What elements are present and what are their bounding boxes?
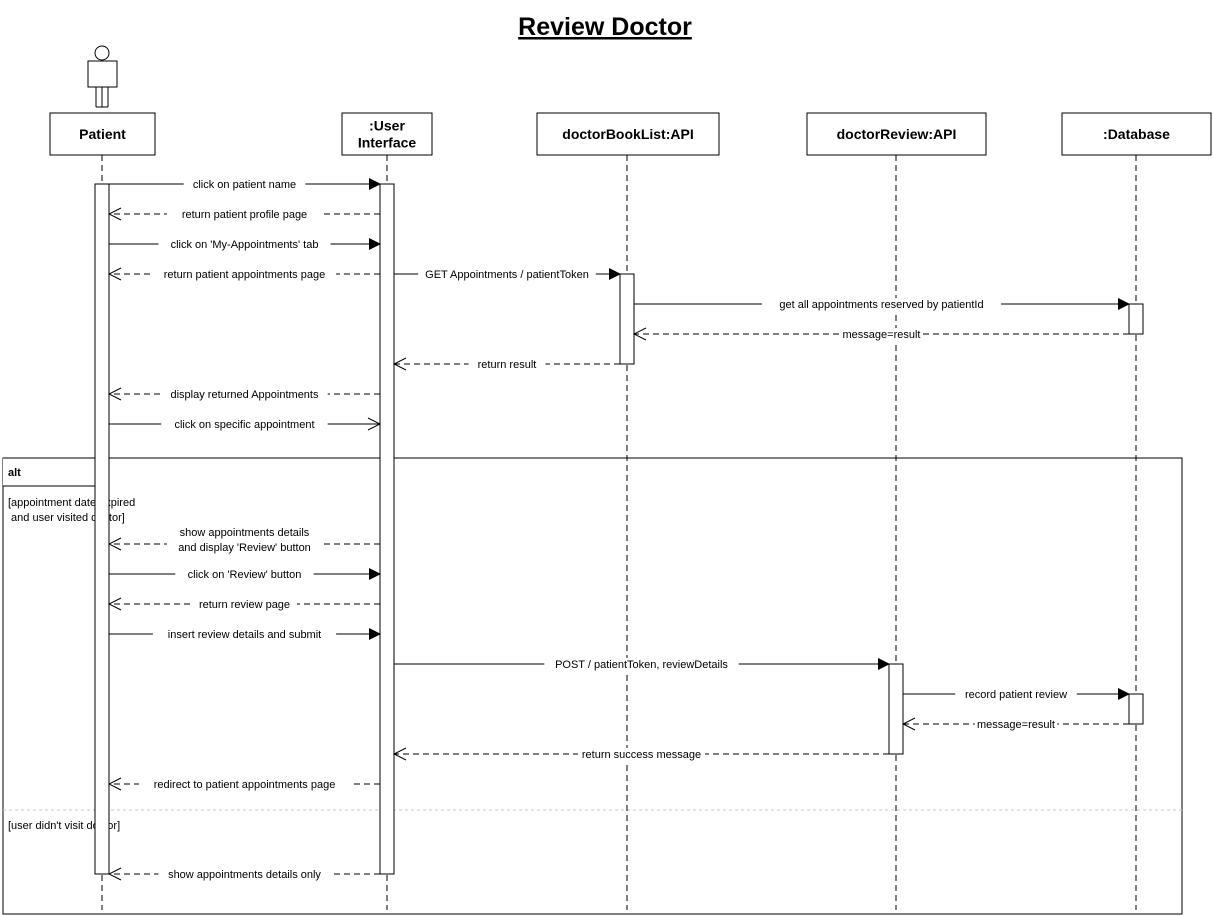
message-label: message=result (843, 329, 921, 341)
message-label: click on patient name (193, 179, 296, 191)
message-label: click on 'My-Appointments' tab (171, 239, 319, 251)
message-label-bg (955, 688, 1077, 701)
message-label-bg (192, 598, 297, 611)
message-9: display returned Appointments (109, 388, 380, 401)
message-5: GET Appointments / patientToken (394, 268, 621, 281)
message-12: click on 'Review' button (109, 568, 381, 581)
alt-frame-operator: alt (8, 467, 21, 479)
message-label-bg (161, 418, 328, 431)
message-label-bg (183, 178, 306, 191)
message-label: get all appointments reserved by patient… (779, 299, 983, 311)
message-7: message=result (634, 328, 1129, 341)
message-18: return success message (394, 748, 889, 761)
alt-frame-guard: [user didn't visit doctor] (8, 820, 120, 832)
message-label-bg (158, 238, 331, 251)
message-label-bg (152, 268, 337, 281)
activation-bar-ui (379, 183, 395, 875)
lifeline-head-review (806, 112, 987, 156)
message-20: show appointments details only (109, 868, 380, 881)
message-label-bg (166, 541, 323, 554)
message-label: record patient review (965, 689, 1067, 701)
message-6: get all appointments reserved by patient… (634, 298, 1130, 311)
message-label: GET Appointments / patientToken (425, 269, 589, 281)
activation-bar-booklist (619, 273, 635, 365)
message-3: click on 'My-Appointments' tab (109, 238, 381, 251)
message-label-bg (544, 658, 739, 671)
message-17: message=result (903, 718, 1129, 731)
diagram-title: Review Doctor (518, 13, 692, 41)
lifeline-label-booklist: doctorBookList:API (562, 126, 693, 142)
message-label: display returned Appointments (171, 389, 319, 401)
lifeline-label-db: :Database (1103, 126, 1170, 142)
message-label: and display 'Review' button (178, 542, 311, 554)
message-label: redirect to patient appointments page (154, 779, 336, 791)
message-label-bg (161, 388, 328, 401)
message-10: click on specific appointment (109, 418, 380, 431)
activation-bar-review (888, 663, 904, 755)
activation-bar-patient (94, 183, 110, 875)
lifeline-head-patient (49, 112, 156, 156)
lifeline-label-review: doctorReview:API (837, 126, 957, 142)
actor-icon (87, 45, 118, 108)
message-label: click on 'Review' button (188, 569, 302, 581)
lifeline-head-booklist (536, 112, 720, 156)
message-label: return patient appointments page (164, 269, 325, 281)
activation-bar-db (1128, 303, 1144, 335)
message-label: click on specific appointment (174, 419, 314, 431)
message-label: return review page (199, 599, 290, 611)
message-label: return success message (582, 749, 701, 761)
message-label-bg (138, 778, 351, 791)
message-1: click on patient name (109, 178, 381, 191)
message-label-bg (577, 748, 706, 761)
message-15: POST / patientToken, reviewDetails (394, 658, 890, 671)
message-14: insert review details and submit (109, 628, 381, 641)
message-11: show appointments details and display 'Re… (109, 526, 380, 554)
message-label: show appointments details only (168, 869, 321, 881)
message-13: return review page (109, 598, 380, 611)
message-label-bg (974, 718, 1058, 731)
message-8: return result (394, 358, 620, 371)
message-2: return patient profile page (109, 208, 380, 221)
alt-frame-guard: [appointment date expired and user visit… (8, 497, 135, 524)
lifeline-head-ui (341, 112, 433, 156)
message-label-bg (166, 208, 323, 221)
activation-bar-db (1128, 693, 1144, 725)
message-label-bg (840, 328, 923, 341)
message-16: record patient review (903, 688, 1130, 701)
message-label-bg (468, 358, 546, 371)
message-label-bg (158, 868, 331, 881)
message-4: return patient appointments page (109, 268, 380, 281)
message-label: POST / patientToken, reviewDetails (555, 659, 728, 671)
message-label-bg (175, 568, 314, 581)
message-label: show appointments details (180, 527, 310, 539)
message-label: return patient profile page (182, 209, 307, 221)
message-label: return result (478, 359, 537, 371)
message-label-bg (418, 268, 596, 281)
message-label-bg (761, 298, 1002, 311)
lifeline-label-patient: Patient (79, 126, 126, 142)
message-label-bg (152, 628, 337, 641)
alt-frame (2, 457, 1183, 915)
message-label: insert review details and submit (168, 629, 321, 641)
message-label: message=result (977, 719, 1055, 731)
message-label-bg (172, 526, 317, 539)
message-19: redirect to patient appointments page (109, 778, 380, 791)
lifeline-head-db (1061, 112, 1212, 156)
